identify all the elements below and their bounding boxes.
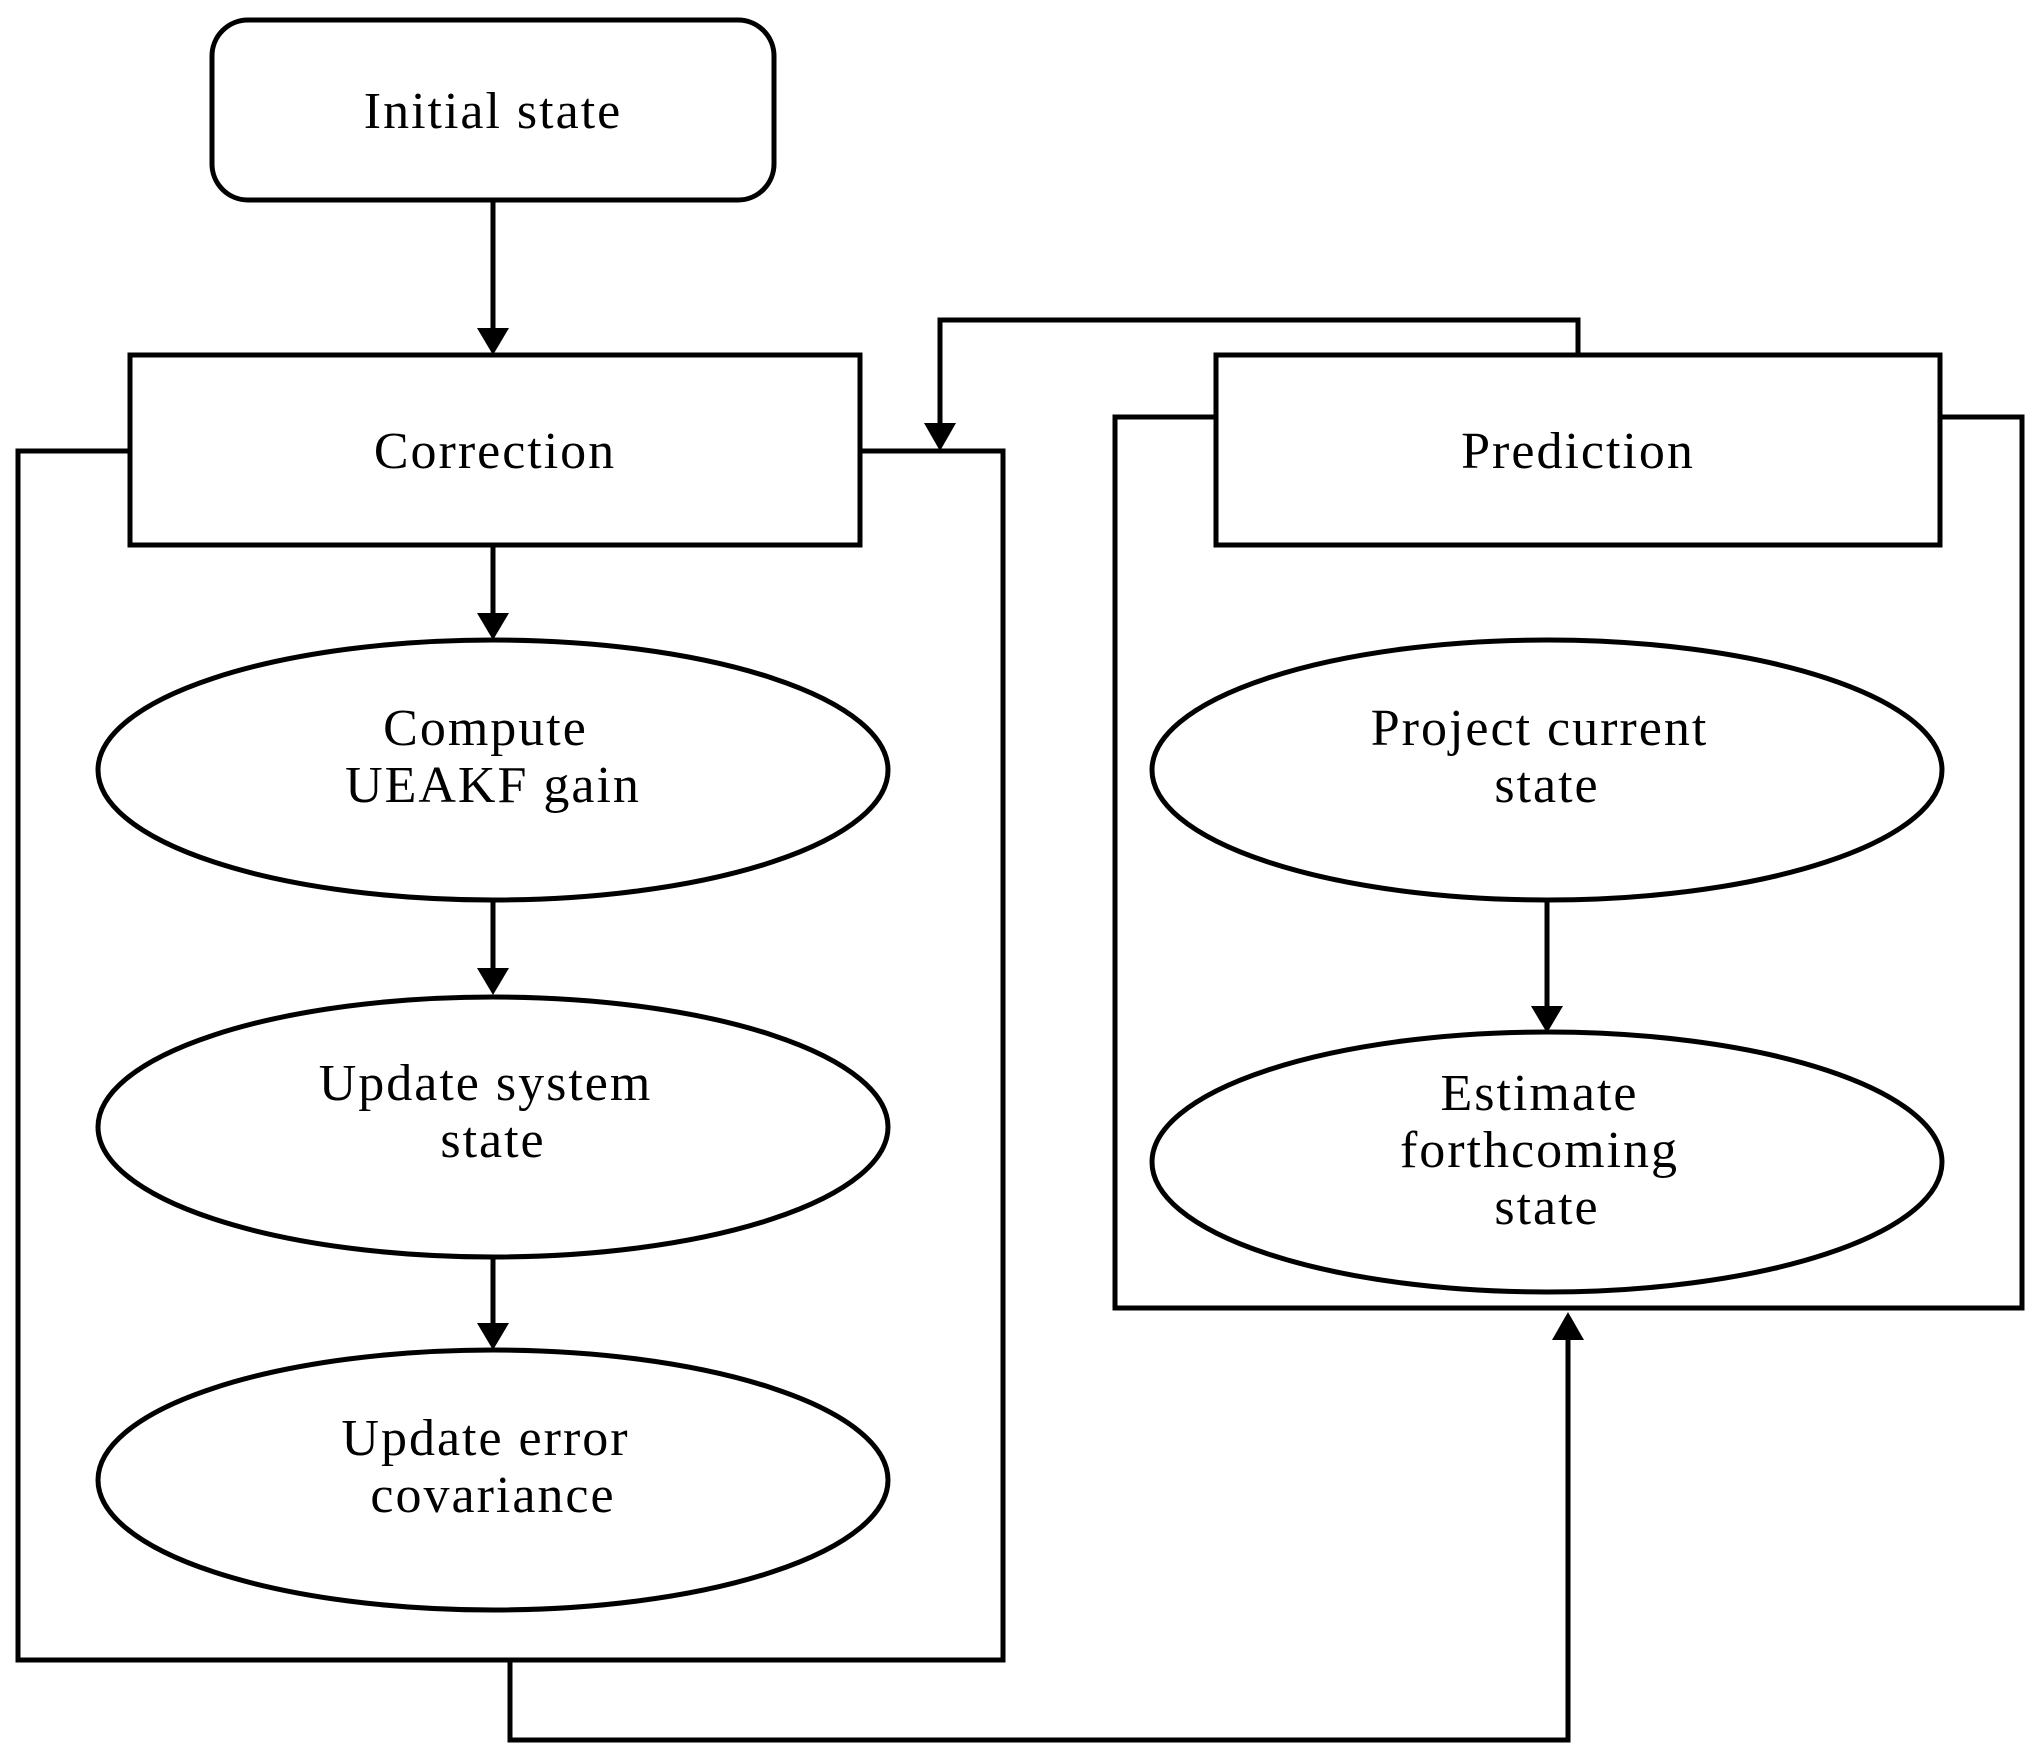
update-error-covariance-label: Update error covariance <box>341 1410 644 1524</box>
update-system-state-node <box>95 994 891 1260</box>
update-system-state-label: Update system state <box>319 1055 668 1169</box>
arrowhead-correction-to-prediction-loop <box>1552 1312 1584 1340</box>
arrowhead-compute-to-update-state <box>477 968 509 995</box>
compute-gain-label: Compute UEAKF gain <box>345 700 641 814</box>
estimate-forthcoming-state-node <box>1149 1029 1945 1295</box>
arrowhead-project-to-estimate <box>1531 1006 1563 1033</box>
arrowhead-correction-to-compute <box>477 613 509 640</box>
arrow-prediction-to-correction-loop <box>937 317 1581 425</box>
update-error-covariance-node <box>95 1347 891 1613</box>
prediction-node <box>1213 352 1943 548</box>
correction-label: Correction <box>374 423 616 480</box>
compute-gain-node <box>95 637 891 903</box>
project-current-state-node <box>1149 637 1945 903</box>
arrowhead-prediction-to-correction-loop <box>924 423 956 451</box>
correction-node <box>127 352 863 548</box>
estimate-forthcoming-state-label: Estimate forthcoming state <box>1400 1065 1694 1236</box>
project-current-state-label: Project current state <box>1371 700 1724 814</box>
arrowhead-initial-to-correction <box>477 328 509 355</box>
arrow-correction-to-prediction-loop <box>507 1338 1571 1743</box>
arrowhead-update-state-to-covariance <box>477 1323 509 1350</box>
prediction-label: Prediction <box>1461 423 1695 480</box>
prediction-group-frame <box>1112 414 2025 1311</box>
initial-state-node <box>209 17 777 203</box>
initial-state-label: Initial state <box>364 83 622 140</box>
